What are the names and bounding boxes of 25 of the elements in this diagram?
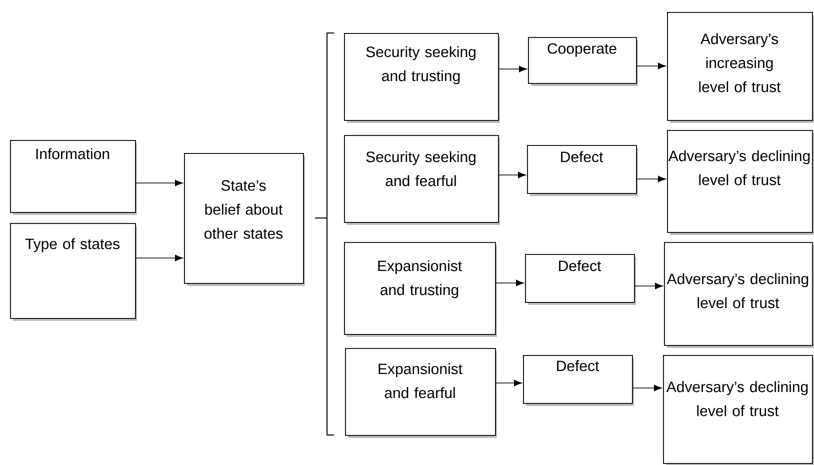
box: Adversary’s declining level of trust (667, 130, 814, 235)
box: Adversary’s declining level of trust (664, 242, 814, 348)
box: State’s belief about other states (184, 153, 305, 286)
arrow (496, 280, 524, 286)
arrow (632, 384, 662, 392)
arrow (498, 172, 526, 178)
box: Defect (527, 145, 638, 196)
box: Information (10, 140, 137, 215)
box: Adversary’s declining level of trust (663, 354, 814, 465)
arrow (496, 380, 522, 386)
box: Adversary’s increasing level of trust (667, 12, 814, 123)
arrow (634, 282, 663, 290)
box: Cooperate (528, 36, 638, 86)
box: Defect (525, 254, 636, 305)
arrow (136, 254, 183, 262)
box: Type of states (10, 223, 137, 321)
arrow (498, 66, 527, 72)
arrow (636, 62, 666, 70)
box: Defect (523, 354, 634, 406)
arrow (136, 180, 183, 186)
box: Security seeking and fearful (344, 135, 500, 225)
box: Expansionist and fearful (345, 348, 497, 438)
box: Security seeking and trusting (344, 32, 500, 123)
box: Expansionist and trusting (344, 242, 497, 337)
arrow (636, 176, 666, 182)
